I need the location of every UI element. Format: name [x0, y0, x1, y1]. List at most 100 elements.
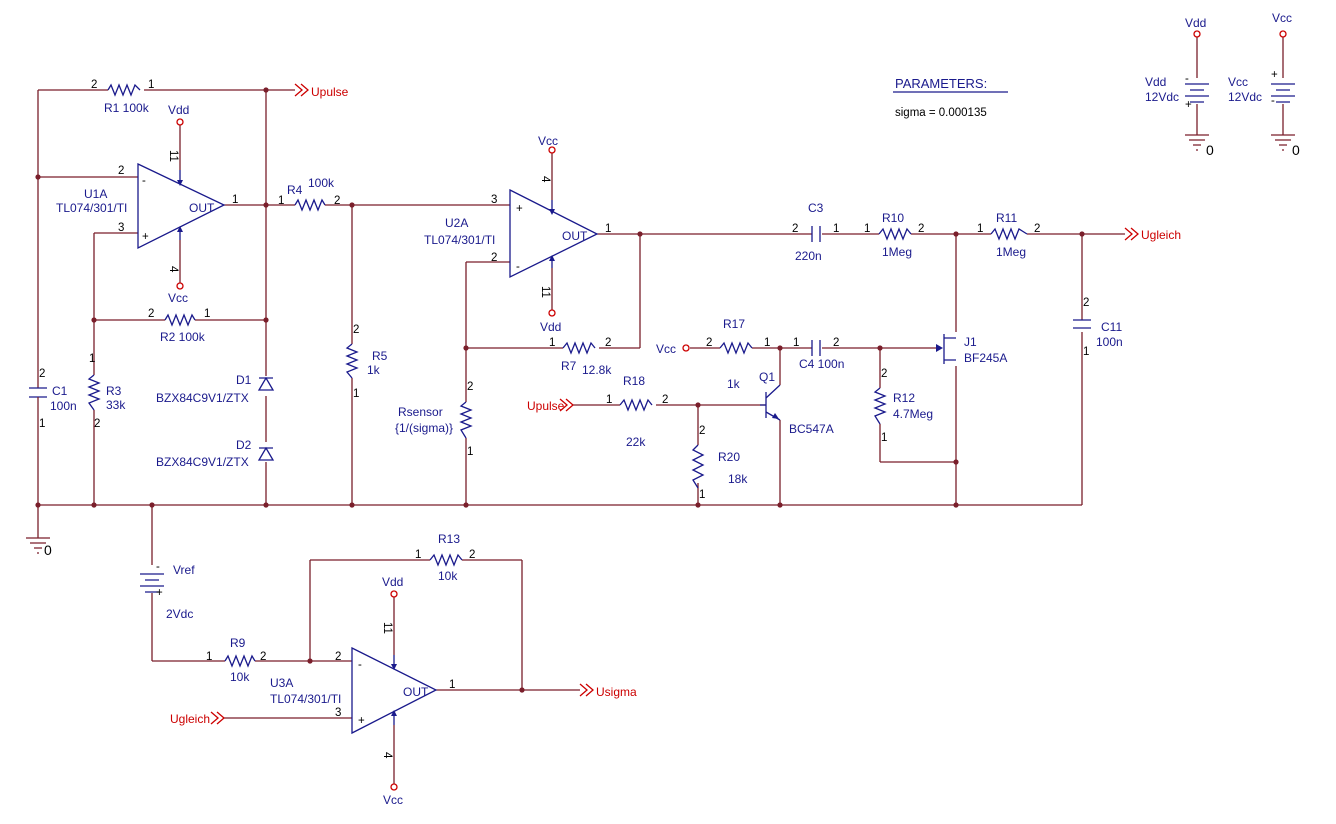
vdd-source-value: 12Vdc — [1145, 90, 1179, 104]
u3-vdd-label: Vdd — [382, 575, 403, 589]
c4-pin2: 2 — [833, 337, 839, 349]
r7-value: 12.8k — [582, 363, 612, 377]
r18-pin2: 2 — [662, 394, 668, 406]
ground-symbols — [26, 134, 1295, 554]
u1-pin2: 2 — [118, 165, 124, 177]
c1-pin2: 2 — [39, 368, 45, 380]
u3-out-label: OUT — [403, 685, 429, 699]
u3-pin2: 2 — [335, 651, 341, 663]
r7-symbol — [562, 341, 596, 355]
r10-symbol — [878, 227, 912, 241]
vdd-top-label: Vdd — [1185, 16, 1206, 30]
u1a-symbol — [137, 162, 226, 250]
u3-plus: + — [358, 715, 365, 727]
r17-vcc-label: Vcc — [656, 342, 676, 356]
net-ugleich-label: Ugleich — [1141, 228, 1181, 242]
rsensor-pin2: 2 — [467, 381, 473, 393]
u1-pin11: 11 — [167, 150, 179, 162]
u3-pin11: 11 — [381, 622, 393, 634]
vcc-source — [1271, 83, 1295, 103]
rsensor-pin1: 1 — [467, 446, 473, 458]
r12-pin1: 1 — [881, 432, 887, 444]
r10-pin2: 2 — [918, 223, 924, 235]
c1-label: C1 — [52, 384, 68, 398]
vdd-src-plus: + — [1185, 99, 1192, 111]
c3-value: 220n — [795, 249, 822, 263]
c1-value: 100n — [50, 399, 77, 413]
r13-label: R13 — [438, 532, 460, 546]
diodes — [257, 376, 275, 461]
r10-value: 1Meg — [882, 245, 912, 259]
vdd-source-label: Vdd — [1145, 75, 1166, 89]
u3-label: U3A — [270, 676, 293, 690]
d2-value: BZX84C9V1/ZTX — [156, 455, 249, 469]
c1-pin1: 1 — [39, 418, 45, 430]
r5-label: R5 — [372, 349, 388, 363]
r13-symbol — [429, 553, 463, 567]
r3-symbol — [87, 374, 101, 411]
opamps — [137, 162, 599, 735]
u1-out-label: OUT — [189, 201, 215, 215]
r20-symbol — [691, 444, 705, 489]
r3-value: 33k — [106, 398, 126, 412]
r20-pin2: 2 — [699, 425, 705, 437]
u1-pin4: 4 — [167, 266, 179, 273]
r7-pin1: 1 — [549, 337, 555, 349]
r13-pin2: 2 — [469, 549, 475, 561]
net-upulse-in-label: Upulse — [527, 399, 565, 413]
u2-vcc-label: Vcc — [538, 134, 558, 148]
u3-vcc-label: Vcc — [383, 793, 403, 807]
r11-pin2: 2 — [1034, 223, 1040, 235]
vref-plus: + — [156, 587, 163, 599]
r5-pin1: 1 — [353, 388, 359, 400]
vcc-source-value: 12Vdc — [1228, 90, 1262, 104]
pin-numbers: 2 1 2 3 1 - + 11 4 2 1 1 2 1 2 2 1 3 2 +… — [39, 69, 1278, 759]
vref-source — [140, 573, 164, 593]
r1-symbol — [107, 83, 141, 97]
rsensor-symbol — [459, 401, 473, 439]
u2-pin11: 11 — [539, 286, 551, 298]
u3-value: TL074/301/TI — [270, 692, 341, 706]
wires — [37, 37, 1284, 784]
j1-label: J1 — [964, 335, 977, 349]
c3-label: C3 — [808, 201, 824, 215]
c4-pin1: 1 — [793, 337, 799, 349]
u3-minus: - — [358, 659, 362, 671]
d2-label: D2 — [236, 438, 252, 452]
r12-value: 4.7Meg — [893, 407, 933, 421]
vref-minus: - — [156, 561, 160, 573]
junction-dots — [35, 87, 1085, 693]
r18-value: 22k — [626, 435, 646, 449]
r11-symbol — [990, 227, 1028, 241]
q1-symbol — [760, 384, 781, 421]
r9-label: R9 — [230, 636, 246, 650]
r4-value: 100k — [308, 176, 335, 190]
r7-label: R7 — [561, 359, 577, 373]
r17-value: 1k — [727, 377, 741, 391]
c1-symbol — [29, 387, 47, 412]
vdd-source — [1185, 83, 1209, 103]
r1-pin1: 1 — [148, 79, 154, 91]
r5-value: 1k — [367, 363, 381, 377]
vcc-src-minus: - — [1271, 95, 1275, 107]
r20-pin1: 1 — [699, 489, 705, 501]
vdd-ground-label: 0 — [1206, 142, 1214, 158]
r18-label: R18 — [623, 374, 645, 388]
j1-value: BF245A — [964, 351, 1007, 365]
r9-pin2: 2 — [260, 651, 266, 663]
vcc-top-label: Vcc — [1272, 11, 1292, 25]
u2-minus: - — [516, 261, 520, 273]
r1-pin2: 2 — [91, 79, 97, 91]
capacitors — [29, 226, 1091, 412]
u3-pin4: 4 — [381, 752, 393, 759]
c4-symbol — [811, 340, 821, 356]
r2-pin2: 2 — [148, 308, 154, 320]
q1-value: BC547A — [789, 422, 834, 436]
c11-pin2: 2 — [1083, 297, 1089, 309]
d1-value: BZX84C9V1/ZTX — [156, 391, 249, 405]
r1-label: R1 100k — [104, 101, 150, 115]
r12-label: R12 — [893, 391, 915, 405]
u1-value: TL074/301/TI — [56, 201, 127, 215]
u1-vcc-label: Vcc — [168, 291, 188, 305]
